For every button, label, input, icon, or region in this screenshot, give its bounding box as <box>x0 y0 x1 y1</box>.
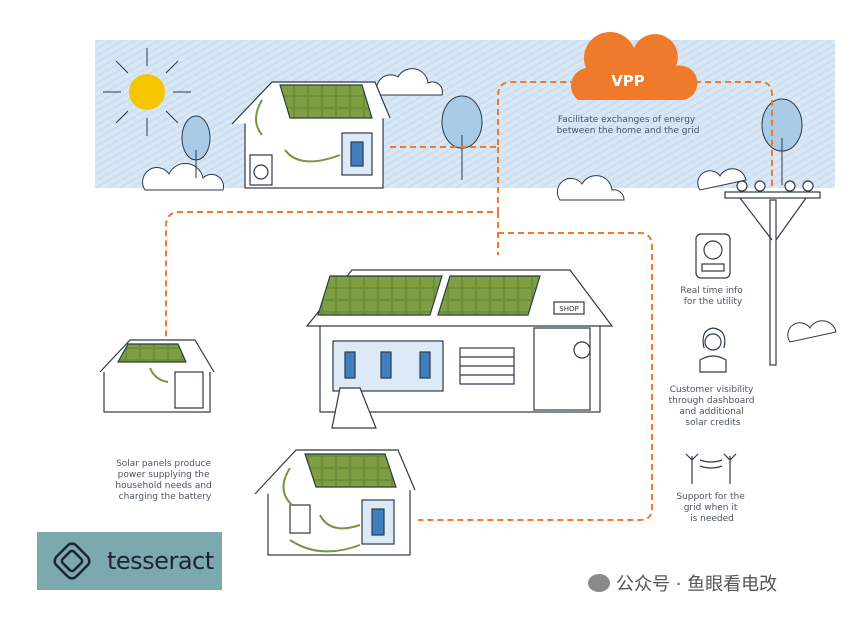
tesseract-logo: tesseract <box>37 532 222 590</box>
vpp-label: VPP <box>611 72 645 90</box>
bottom-house <box>254 449 416 556</box>
community-building <box>305 269 614 429</box>
shop-sign-label: SHOP <box>559 305 578 313</box>
solar-caption: Solar panels produce power supplying the… <box>115 459 214 502</box>
cloud-icon <box>142 68 837 343</box>
solar-panel <box>279 84 373 119</box>
kitchen <box>174 371 204 409</box>
sign-board <box>331 387 377 429</box>
benefit-customer-caption: Customer visibility through dashboard an… <box>669 385 758 428</box>
energy-connection-lines <box>165 81 773 521</box>
sun-icon <box>103 48 191 136</box>
wechat-icon <box>588 574 610 592</box>
solar-panel <box>304 453 397 488</box>
shopkeeper-icon <box>573 341 591 359</box>
tv-icon <box>289 504 311 534</box>
left-house <box>99 339 215 413</box>
benefit-grid-caption: Support for the grid when it is needed <box>676 492 747 524</box>
vpp-caption: Facilitate exchanges of energy between t… <box>557 115 700 136</box>
shop-window <box>533 327 591 411</box>
solar-panel <box>437 275 541 316</box>
customer-icon <box>699 327 727 373</box>
shop-sign <box>553 301 585 315</box>
logo-text: tesseract <box>107 547 214 575</box>
top-house <box>231 81 391 189</box>
grid-support-icon <box>685 453 737 484</box>
solar-panel <box>317 275 443 316</box>
vpp-cloud: VPP <box>570 32 698 100</box>
benefit-realtime-caption: Real time info for the utility <box>680 286 745 307</box>
meter-icon <box>695 233 731 279</box>
watermark-text: 公众号 · 鱼眼看电改 <box>616 574 778 595</box>
tesseract-logo-icon <box>53 542 91 580</box>
solar-panel <box>116 343 187 363</box>
watermark: 公众号 · 鱼眼看电改 <box>588 570 777 596</box>
power-pole <box>724 180 821 366</box>
